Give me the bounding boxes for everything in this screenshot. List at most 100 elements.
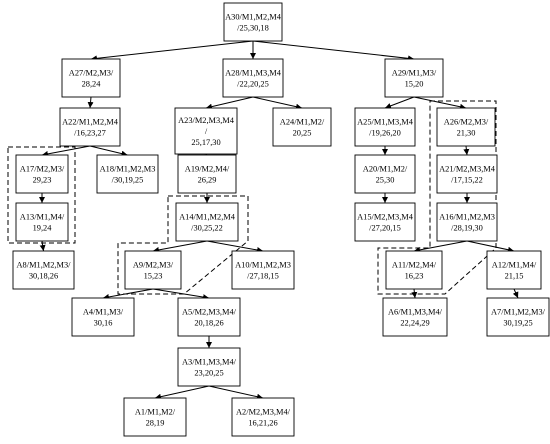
node-box [385, 250, 443, 290]
node-label-line: A21/M2,M3,M4 [439, 165, 496, 174]
node-label-line: A20/M1,M2/ [363, 165, 408, 174]
dashed-group-a17-a13 [7, 146, 76, 244]
node-label-line: A30/M1,M2,M4 [225, 13, 282, 22]
node-a13: A13/M1,M4/19,24 [15, 202, 69, 242]
node-label-line: 25,17,30 [191, 138, 220, 147]
node-label-line: 23,20,25 [194, 369, 223, 378]
node-label-line: A6/M1,M3,M4/ [388, 308, 443, 317]
node-label-line: /27,18,15 [247, 272, 279, 281]
node-label-line: 30,16 [94, 319, 113, 328]
dashed-group-a26-a11 [377, 100, 497, 295]
node-box [124, 250, 182, 290]
edge-a30-a29 [252, 40, 415, 62]
node-box [12, 250, 75, 290]
node-label-line: 28,24 [82, 80, 102, 89]
edge-a28-a23 [205, 96, 254, 110]
node-label-line: /16,23,27 [74, 129, 106, 138]
node-a8: A8/M1,M2,M3/30,18,26 [12, 250, 75, 290]
node-a6: A6/M1,M3,M4/22,24,29 [382, 297, 448, 337]
node-label-line: 26,29 [198, 176, 217, 185]
node-a29: A29/M1,M3/15,20 [384, 58, 444, 98]
node-label-line: /19,26,20 [369, 129, 401, 138]
node-label-line: A28/M1,M3,M4 [225, 69, 282, 78]
node-label-line: A15/M2,M3,M4 [357, 213, 414, 222]
edge-a30-a27 [90, 40, 254, 62]
node-box [486, 250, 542, 290]
node-box [177, 347, 241, 387]
node-box [175, 202, 239, 242]
node-label-line: A1/M1,M2/ [135, 408, 176, 417]
node-a28: A28/M1,M3,M4/22,20,25 [222, 58, 284, 98]
node-box [486, 297, 550, 337]
node-a20: A20/M1,M2/25,30 [354, 154, 416, 194]
node-label-line: A19/M2,M4/ [185, 165, 230, 174]
node-box [436, 202, 498, 242]
node-box [436, 107, 496, 147]
node-box [231, 250, 295, 290]
node-a25: A25/M1,M3,M4/19,26,20 [354, 107, 416, 147]
node-a17: A17/M2,M3/29,23 [15, 154, 69, 194]
node-label-line: 29,23 [33, 176, 52, 185]
node-label-line: A18/M1,M2,M3 [100, 165, 156, 174]
node-label-line: A25/M1,M3,M4 [357, 118, 414, 127]
node-label-line: /22,20,25 [237, 80, 269, 89]
node-box [61, 58, 121, 98]
node-a22: A22/M1,M2,M4/16,23,27 [59, 107, 121, 147]
node-label-line: A14/M1,M2,M4 [179, 213, 236, 222]
node-label-line: A13/M1,M4/ [20, 213, 65, 222]
node-box [354, 154, 416, 194]
node-box [174, 107, 238, 155]
node-box [272, 107, 332, 147]
node-label-line: 22,24,29 [400, 319, 429, 328]
node-label-line: 16,21,26 [248, 419, 277, 428]
node-label-line: A10/M1,M2,M3 [235, 261, 291, 270]
edge-a26-a21 [463, 145, 470, 156]
node-box [15, 154, 69, 194]
node-label-line: A22/M1,M2,M4 [62, 118, 119, 127]
node-box [382, 297, 448, 337]
node-label-line: 15,20 [405, 80, 424, 89]
node-a11: A11/M2,M4/16,23 [385, 250, 443, 290]
edge-a3-a1 [154, 385, 210, 400]
edge-a27-a22 [87, 96, 94, 109]
node-label-line: A4/M1,M3/ [83, 308, 124, 317]
node-label-line: /28,19,30 [451, 224, 483, 233]
node-a7: A7/M1,M2,M3/30,19,25 [486, 297, 550, 337]
node-label-line: A16/M1,M2,M3 [439, 213, 495, 222]
node-a15: A15/M2,M3,M4/27,20,15 [354, 202, 416, 242]
node-box [96, 154, 159, 194]
node-label-line: A2/M2,M3,M4/ [236, 408, 291, 417]
node-a5: A5/M2,M3,M4/20,18,26 [177, 297, 241, 337]
edge-a14-a10 [206, 240, 264, 253]
node-a26: A26/M2,M3/21,30 [436, 107, 496, 147]
edge-a3-a2 [208, 385, 264, 400]
node-label-line: /30,19,25 [112, 176, 144, 185]
node-label-line: /27,20,15 [369, 224, 401, 233]
node-label-line: / [205, 127, 208, 136]
node-label-line: 16,23 [405, 272, 424, 281]
node-box [222, 58, 284, 98]
node-box [231, 397, 295, 437]
node-label-line: 15,23 [144, 272, 163, 281]
node-box [123, 397, 187, 437]
node-label-line: 30,19,25 [503, 319, 532, 328]
node-label-line: A3/M1,M3,M4/ [182, 358, 237, 367]
node-label-line: A23/M2,M3,M4 [178, 116, 235, 125]
node-label-line: A26/M2,M3/ [444, 118, 489, 127]
node-a30: A30/M1,M2,M4/25,30,18 [223, 2, 283, 42]
node-a12: A12/M1,M4/21,15 [486, 250, 542, 290]
edge-a22-a17 [41, 145, 91, 157]
edge-a16-a12 [466, 240, 515, 253]
node-a23: A23/M2,M3,M4 / 25,17,30 [174, 107, 238, 155]
node-a9: A9/M2,M3/15,23 [124, 250, 182, 290]
node-a27: A27/M2,M3/28,24 [61, 58, 121, 98]
dashed-group-a14-a9 [117, 195, 249, 295]
node-a2: A2/M2,M3,M4/16,21,26 [231, 397, 295, 437]
node-label-line: A8/M1,M2,M3/ [17, 261, 72, 270]
node-label-line: A27/M2,M3/ [69, 69, 114, 78]
edge-a29-a25 [384, 96, 415, 109]
node-label-line: A11/M2,M4/ [392, 261, 437, 270]
node-label-line: A7/M1,M2,M3/ [491, 308, 546, 317]
